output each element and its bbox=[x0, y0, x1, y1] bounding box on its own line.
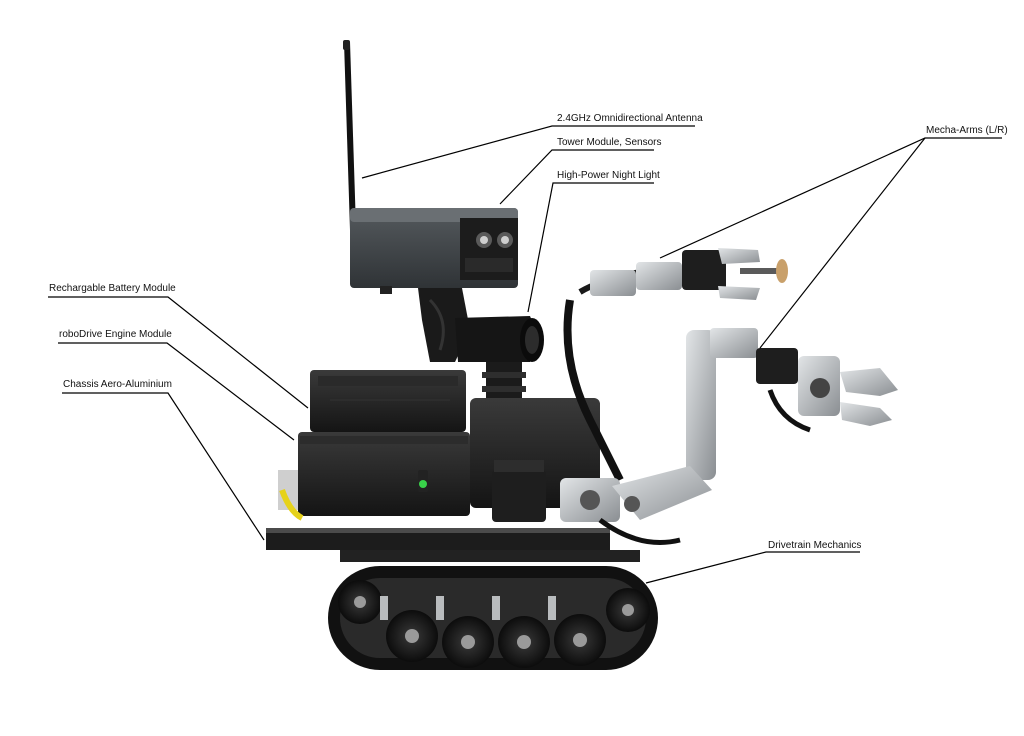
leader-tower bbox=[499, 149, 654, 205]
leader-battery bbox=[48, 296, 309, 409]
track-wheel bbox=[498, 616, 550, 668]
mecha-arm-lower bbox=[560, 328, 898, 545]
battery-module bbox=[310, 370, 466, 432]
leader-engine bbox=[58, 342, 295, 441]
track-suspension bbox=[380, 596, 556, 620]
night-light bbox=[455, 316, 544, 404]
track-wheel bbox=[386, 610, 438, 662]
leader-lines bbox=[48, 125, 1002, 584]
label-drivetrain: Drivetrain Mechanics bbox=[768, 540, 862, 551]
track-wheel bbox=[338, 580, 382, 624]
leader-arms-upper bbox=[659, 137, 1002, 259]
label-tower-module: Tower Module, Sensors bbox=[557, 137, 662, 148]
track-wheel bbox=[554, 614, 606, 666]
label-battery-module: Rechargable Battery Module bbox=[49, 283, 176, 294]
leader-night-light bbox=[527, 182, 654, 313]
chassis-plate bbox=[266, 528, 640, 562]
label-mecha-arms: Mecha-Arms (L/R) bbox=[926, 125, 1008, 136]
leader-chassis bbox=[62, 392, 265, 541]
leader-antenna bbox=[361, 125, 695, 179]
label-antenna: 2.4GHz Omnidirectional Antenna bbox=[557, 113, 703, 124]
leader-drivetrain bbox=[645, 551, 860, 584]
label-engine-module: roboDrive Engine Module bbox=[59, 329, 172, 340]
label-chassis: Chassis Aero-Aluminium bbox=[63, 379, 172, 390]
antenna bbox=[343, 40, 356, 230]
drivetrain-track bbox=[328, 566, 658, 670]
mecha-arm-upper bbox=[563, 248, 788, 482]
leader-arms-lower bbox=[759, 137, 926, 349]
track-wheel bbox=[442, 616, 494, 668]
label-night-light: High-Power Night Light bbox=[557, 170, 660, 181]
track-wheel bbox=[606, 588, 650, 632]
